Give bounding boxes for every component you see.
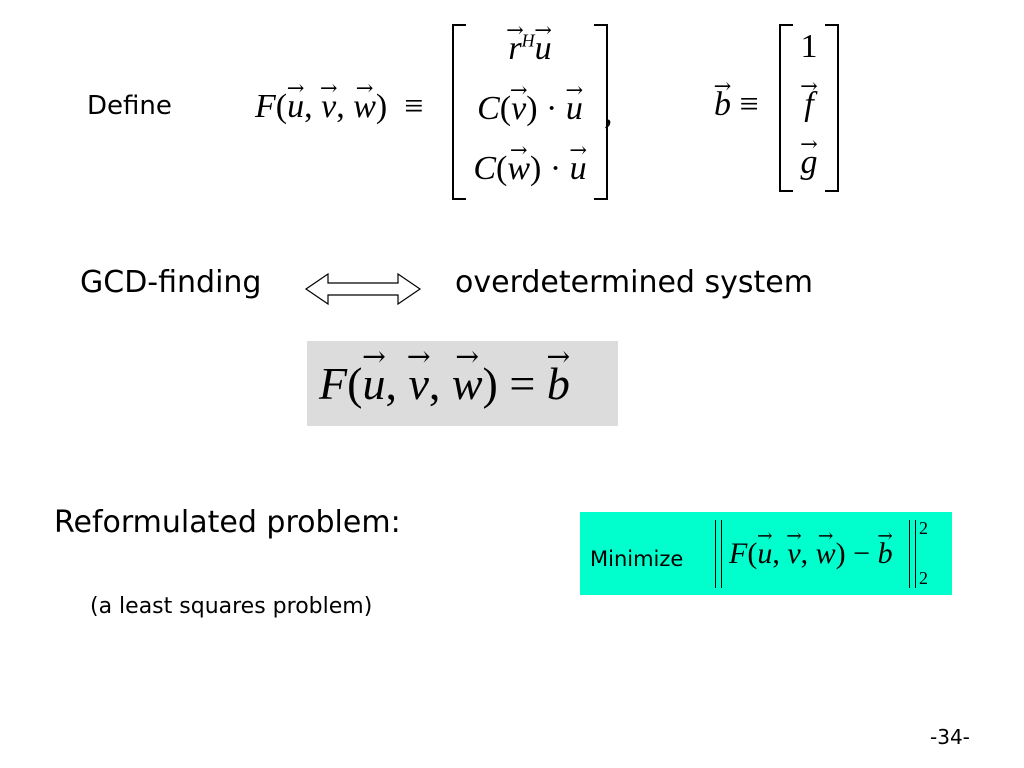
vector-r: r — [508, 30, 521, 68]
paren: ) — [375, 88, 388, 125]
minimize-label: Minimize — [590, 547, 684, 571]
matrix-b: 1 f g — [779, 24, 839, 192]
equals-symbol: = — [509, 358, 536, 409]
right-bracket — [825, 24, 839, 192]
vector-v: v — [321, 88, 336, 126]
gcd-finding-label: GCD-finding — [80, 265, 262, 300]
vector-v: v — [787, 537, 800, 571]
matrix-F-row-3: C(w) · u — [452, 150, 608, 188]
norm-superscript: 2 — [919, 518, 928, 538]
right-bracket — [594, 24, 608, 200]
vector-w: w — [507, 150, 530, 188]
vector-v: v — [511, 90, 526, 128]
equation-box: F(u, v, w) = b — [307, 341, 618, 426]
vector-w: w — [452, 357, 483, 410]
symbol-C: C — [473, 150, 496, 187]
symbol-F: F — [255, 88, 276, 125]
vector-b: b — [547, 357, 570, 410]
vector-w: w — [816, 537, 836, 571]
vector-u: u — [566, 90, 583, 128]
vector-u: u — [757, 537, 772, 571]
equiv-symbol: ≡ — [739, 86, 759, 123]
vector-b: b — [878, 537, 893, 571]
matrix-b-row-2: f — [779, 86, 839, 124]
left-bracket — [779, 24, 793, 192]
page-number: -34- — [930, 725, 970, 749]
vector-g: g — [801, 144, 818, 182]
entry-one: 1 — [800, 28, 818, 65]
norm-bar-left — [715, 520, 722, 588]
double-arrow-icon — [304, 268, 422, 314]
matrix-F: rHu C(v) · u C(w) · u — [452, 24, 608, 200]
dot-operator: · — [549, 150, 562, 187]
superscript-H: H — [521, 30, 535, 51]
vector-w: w — [353, 88, 376, 126]
vector-u: u — [570, 150, 587, 188]
vector-u: u — [362, 357, 385, 410]
paren: ( — [275, 88, 288, 125]
vector-u: u — [287, 88, 304, 126]
vector-u: u — [535, 30, 552, 68]
matrix-b-row-3: g — [779, 144, 839, 182]
reformulated-problem-label: Reformulated problem: — [54, 505, 401, 540]
minus-symbol: − — [853, 537, 871, 570]
comma: , — [304, 88, 313, 125]
matrix-b-row-1: 1 — [779, 28, 839, 66]
comma: , — [336, 88, 345, 125]
trailing-comma: , — [604, 94, 613, 131]
dot-operator: · — [546, 90, 558, 127]
minimize-box: Minimize F(u, v, w) − b 2 2 — [580, 512, 952, 595]
equiv-symbol: ≡ — [404, 88, 424, 125]
overdetermined-system-label: overdetermined system — [455, 265, 813, 300]
symbol-F: F — [319, 358, 348, 409]
definition-F-lhs: F(u, v, w) ≡ — [255, 88, 423, 126]
norm-bar-right — [909, 520, 916, 588]
least-squares-note: (a least squares problem) — [90, 594, 373, 619]
matrix-F-row-2: C(v) · u — [452, 90, 608, 128]
left-bracket — [452, 24, 466, 200]
matrix-F-row-1: rHu — [452, 30, 608, 68]
norm-subscript: 2 — [919, 568, 928, 588]
definition-b-lhs: b ≡ — [714, 86, 759, 124]
vector-b: b — [714, 86, 731, 124]
symbol-C: C — [477, 90, 500, 127]
symbol-F: F — [729, 537, 748, 570]
define-label: Define — [87, 91, 172, 121]
vector-f: f — [804, 86, 813, 124]
vector-v: v — [408, 357, 428, 410]
